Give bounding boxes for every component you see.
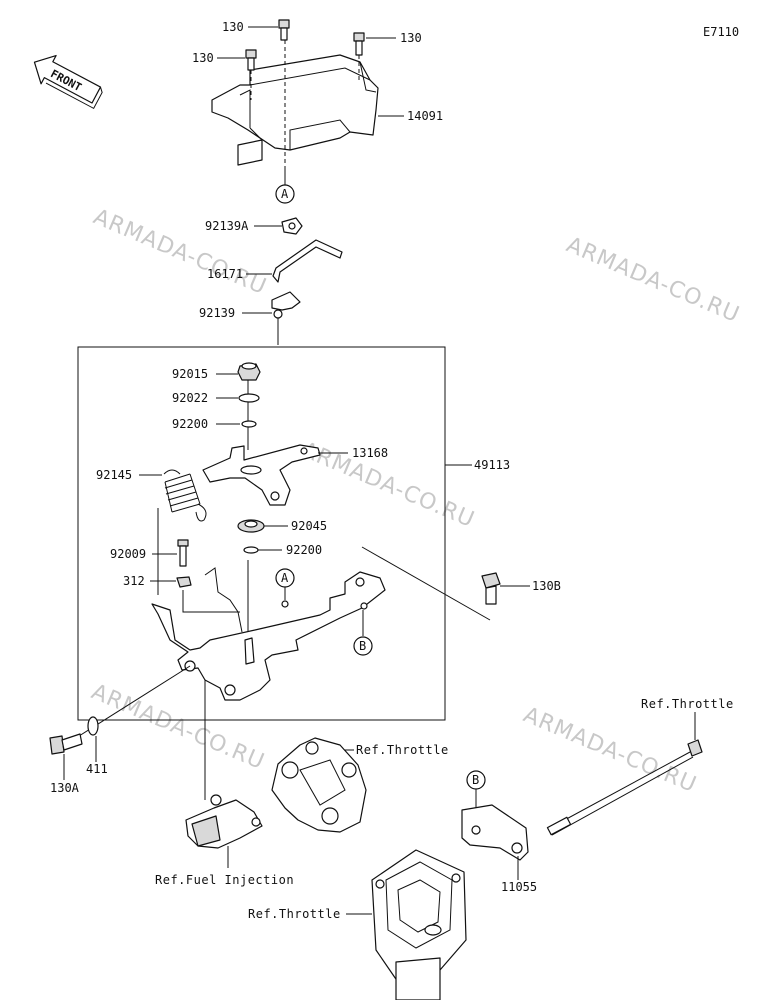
sensor-fuel-injection-part [185, 794, 263, 849]
label-312: 312 [123, 574, 145, 588]
front-arrow-badge: FRONT [33, 54, 103, 110]
label-92200-upper: 92200 [172, 417, 208, 431]
callout-b-assembly-label: B [359, 639, 366, 653]
label-130b: 130B [532, 579, 561, 593]
label-14091: 14091 [407, 109, 443, 123]
watermark-5: ARMADA-CO.RU [520, 703, 701, 799]
throttle-body-mid-part [271, 737, 367, 833]
bolt-130-right-part [353, 32, 365, 56]
bolt-130b-part [481, 572, 501, 605]
label-130-left: 130 [192, 51, 214, 65]
label-92139a: 92139A [205, 219, 249, 233]
label-92022: 92022 [172, 391, 208, 405]
screw-92009-part [177, 539, 189, 567]
bracket-11055-part [461, 804, 529, 861]
label-92200-lower: 92200 [286, 543, 322, 557]
spring-92145-part [163, 469, 207, 522]
cover-14091-part [211, 54, 379, 166]
bolt-130a-part [49, 733, 83, 755]
bolt-130-top-part [278, 19, 290, 41]
throttle-body-bottom-part [371, 849, 467, 1000]
label-130-right: 130 [400, 31, 422, 45]
label-130-top: 130 [222, 20, 244, 34]
label-13168: 13168 [352, 446, 388, 460]
ref-throttle-top: Ref.Throttle [641, 697, 734, 711]
nut-312-part [176, 576, 192, 588]
label-92145: 92145 [96, 468, 132, 482]
bracket-49113-part [151, 567, 386, 701]
label-92009: 92009 [110, 547, 146, 561]
clip-92139a-part [281, 217, 303, 235]
callout-b-bottom-label: B [472, 773, 479, 787]
assembly-49113-frame [77, 346, 446, 721]
throttle-rod-part [546, 739, 703, 836]
callout-a-top-label: A [281, 187, 289, 201]
label-92045: 92045 [291, 519, 327, 533]
nut-92015-part [237, 362, 261, 381]
grommet-92045-part [237, 519, 265, 533]
label-16171: 16171 [207, 267, 243, 281]
label-92139: 92139 [199, 306, 235, 320]
washer-411-part [87, 716, 99, 736]
ref-fuel-injection: Ref.Fuel Injection [155, 873, 294, 887]
label-92015: 92015 [172, 367, 208, 381]
label-49113: 49113 [474, 458, 510, 472]
label-11055: 11055 [501, 880, 537, 894]
ref-throttle-bottom: Ref.Throttle [248, 907, 341, 921]
clip-92139-part [271, 291, 301, 319]
label-411: 411 [86, 762, 108, 776]
lever-13168-part [202, 444, 321, 506]
washer-92200-upper-part [241, 420, 257, 428]
watermark-2: ARMADA-CO.RU [563, 233, 744, 329]
ref-throttle-mid: Ref.Throttle [356, 743, 449, 757]
callout-a-top [275, 184, 295, 204]
washer-92200-lower-part [243, 546, 259, 554]
callout-b-assembly [353, 636, 373, 656]
bolt-130-left-part [245, 49, 257, 71]
rod-16171-part [272, 239, 343, 283]
label-130a: 130A [50, 781, 80, 795]
diagram-code: E7110 [703, 25, 739, 39]
callout-a-assembly-label: A [281, 571, 289, 585]
washer-92022-part [238, 393, 260, 403]
